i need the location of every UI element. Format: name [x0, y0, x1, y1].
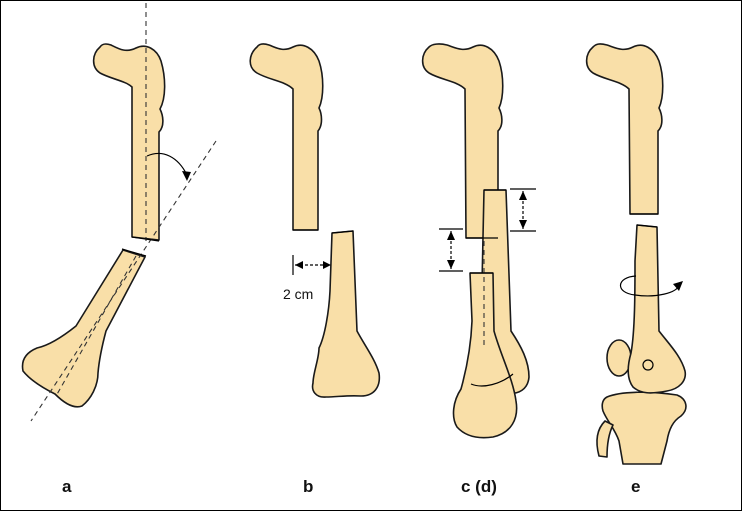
panel-b-distal-femur	[313, 231, 380, 397]
panel-label-e: e	[631, 477, 640, 497]
offset-label: 2 cm	[283, 286, 313, 302]
panel-b-arrowhead-left	[295, 261, 303, 269]
panel-a-distal-femur	[23, 250, 145, 407]
panel-a-arrowhead	[182, 171, 191, 181]
panel-c-dim-right-arrow-down	[519, 220, 527, 229]
panel-b-proximal-femur	[250, 44, 323, 230]
panel-c-dim-left-arrow-up	[447, 231, 455, 240]
panel-c	[423, 44, 536, 438]
panel-e	[587, 44, 686, 464]
panel-b	[250, 44, 379, 397]
panel-label-c-d: c (d)	[461, 477, 497, 497]
panel-a	[23, 3, 216, 421]
panel-label-b: b	[303, 477, 313, 497]
panel-e-patella	[607, 340, 631, 376]
panel-e-tibia	[602, 392, 686, 464]
panel-e-arrowhead	[673, 281, 683, 291]
panel-e-proximal-femur	[587, 44, 663, 214]
panel-e-fibula	[597, 421, 613, 457]
panel-c-dim-right-arrow-up	[519, 191, 527, 200]
panel-a-proximal-femur	[94, 44, 165, 240]
panel-label-a: a	[62, 477, 71, 497]
panel-e-distal-femur	[628, 225, 685, 393]
panel-b-arrowhead-right	[323, 261, 331, 269]
panel-c-dim-left-arrow-down	[447, 260, 455, 269]
